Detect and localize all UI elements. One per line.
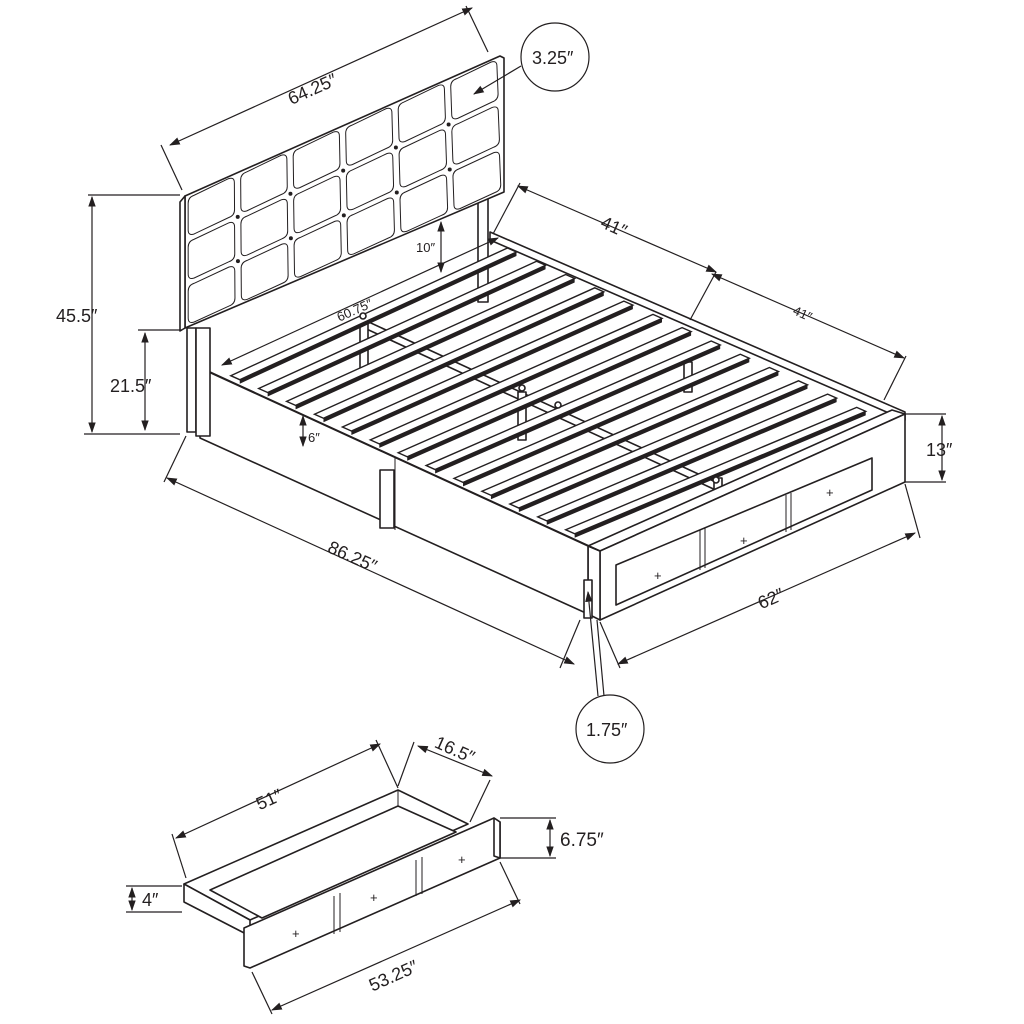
tuft-panel <box>452 151 502 210</box>
slat-screw-3 <box>554 401 562 409</box>
tuft-button <box>394 190 399 195</box>
label-headboard-thickness: 3.25″ <box>532 48 574 68</box>
headboard-side <box>179 195 186 332</box>
slat-shadow <box>574 411 866 538</box>
tuft-panel <box>240 154 288 212</box>
svg-text:+: + <box>826 485 834 500</box>
tuft-panel <box>293 175 342 234</box>
bed-leg-center <box>379 469 395 529</box>
tuft-panel <box>345 152 395 211</box>
svg-text:+: + <box>370 890 378 905</box>
label-headboard-clearance: 21.5″ <box>110 376 152 396</box>
label-headboard-width: 64.25″ <box>285 69 341 108</box>
label-leg-clearance: 6″ <box>308 430 320 445</box>
svg-text:+: + <box>740 533 748 548</box>
drawer-drawing: + + + <box>183 789 501 969</box>
tuft-panel <box>399 174 449 233</box>
slat <box>396 326 693 458</box>
label-total-height: 45.5″ <box>56 306 98 326</box>
tuft-panel <box>187 177 236 235</box>
callout-circle-frame <box>575 694 645 764</box>
slat-shadow <box>546 398 837 525</box>
label-frame-thickness: 1.75″ <box>586 720 628 740</box>
tuft-button <box>446 122 451 127</box>
label-length-lower: 41″ <box>791 303 815 325</box>
slat-shadow <box>407 331 692 461</box>
tuft-button <box>288 236 293 241</box>
slat-screw-2 <box>518 384 526 392</box>
slat <box>368 313 664 445</box>
label-drawer-front-height: 6.75″ <box>560 830 604 851</box>
tuft-button <box>447 167 452 172</box>
slat-shadow <box>490 371 779 500</box>
label-drawer-front-width: 53.25″ <box>366 956 422 995</box>
headboard-left-post <box>186 327 197 433</box>
tuft-button <box>341 213 346 218</box>
label-side-height: 13″ <box>926 440 953 460</box>
callout-circle-thickness <box>520 22 590 92</box>
tuft-button <box>288 191 293 196</box>
slat-shadow <box>379 318 662 448</box>
svg-text:+: + <box>654 568 662 583</box>
svg-text:+: + <box>458 852 466 867</box>
tuft-button <box>235 259 240 264</box>
slat <box>340 300 635 432</box>
tuft-button <box>393 145 398 150</box>
slat-shadow <box>518 384 808 513</box>
label-total-width: 62″ <box>755 584 788 613</box>
slat-shadow <box>351 305 633 436</box>
slat-shadow <box>463 358 750 487</box>
slat-shadow <box>435 344 721 474</box>
slat-screw-4 <box>712 476 720 484</box>
headboard-left-leg <box>195 327 211 437</box>
slat <box>256 260 548 394</box>
label-total-length: 86.25″ <box>325 537 381 576</box>
bed-drawing: + + + <box>179 55 906 621</box>
label-drawer-box-height: 4″ <box>142 890 159 910</box>
headboard-face <box>184 55 505 329</box>
tuft-button <box>341 168 346 173</box>
tuft-button <box>235 214 240 219</box>
label-length-upper: 41″ <box>598 212 631 241</box>
bed-leg-foot <box>583 579 593 619</box>
support-leg-2 <box>517 391 527 441</box>
label-gap-above-rail: 10″ <box>416 240 435 255</box>
label-drawer-depth: 16.5″ <box>432 732 479 767</box>
bed-dimension-lines: 64.25″ 3.25″ 45.5″ 21.5″ 10″ 60.75″ 41″ … <box>56 5 953 764</box>
svg-text:+: + <box>292 926 300 941</box>
